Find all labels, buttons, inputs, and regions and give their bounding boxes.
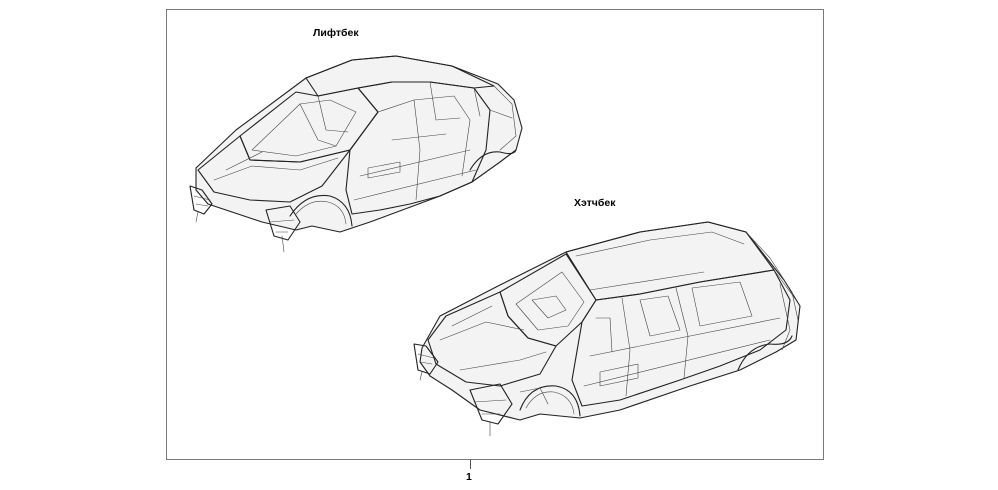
drawing-frame <box>166 9 824 460</box>
callout-leader-line <box>470 460 471 469</box>
liftback-body-shell <box>189 55 523 253</box>
liftback-label: Лифтбек <box>313 27 359 39</box>
hatchback-label: Хэтчбек <box>574 197 616 209</box>
hatchback-body-shell <box>413 221 801 437</box>
callout-number: 1 <box>466 471 472 483</box>
